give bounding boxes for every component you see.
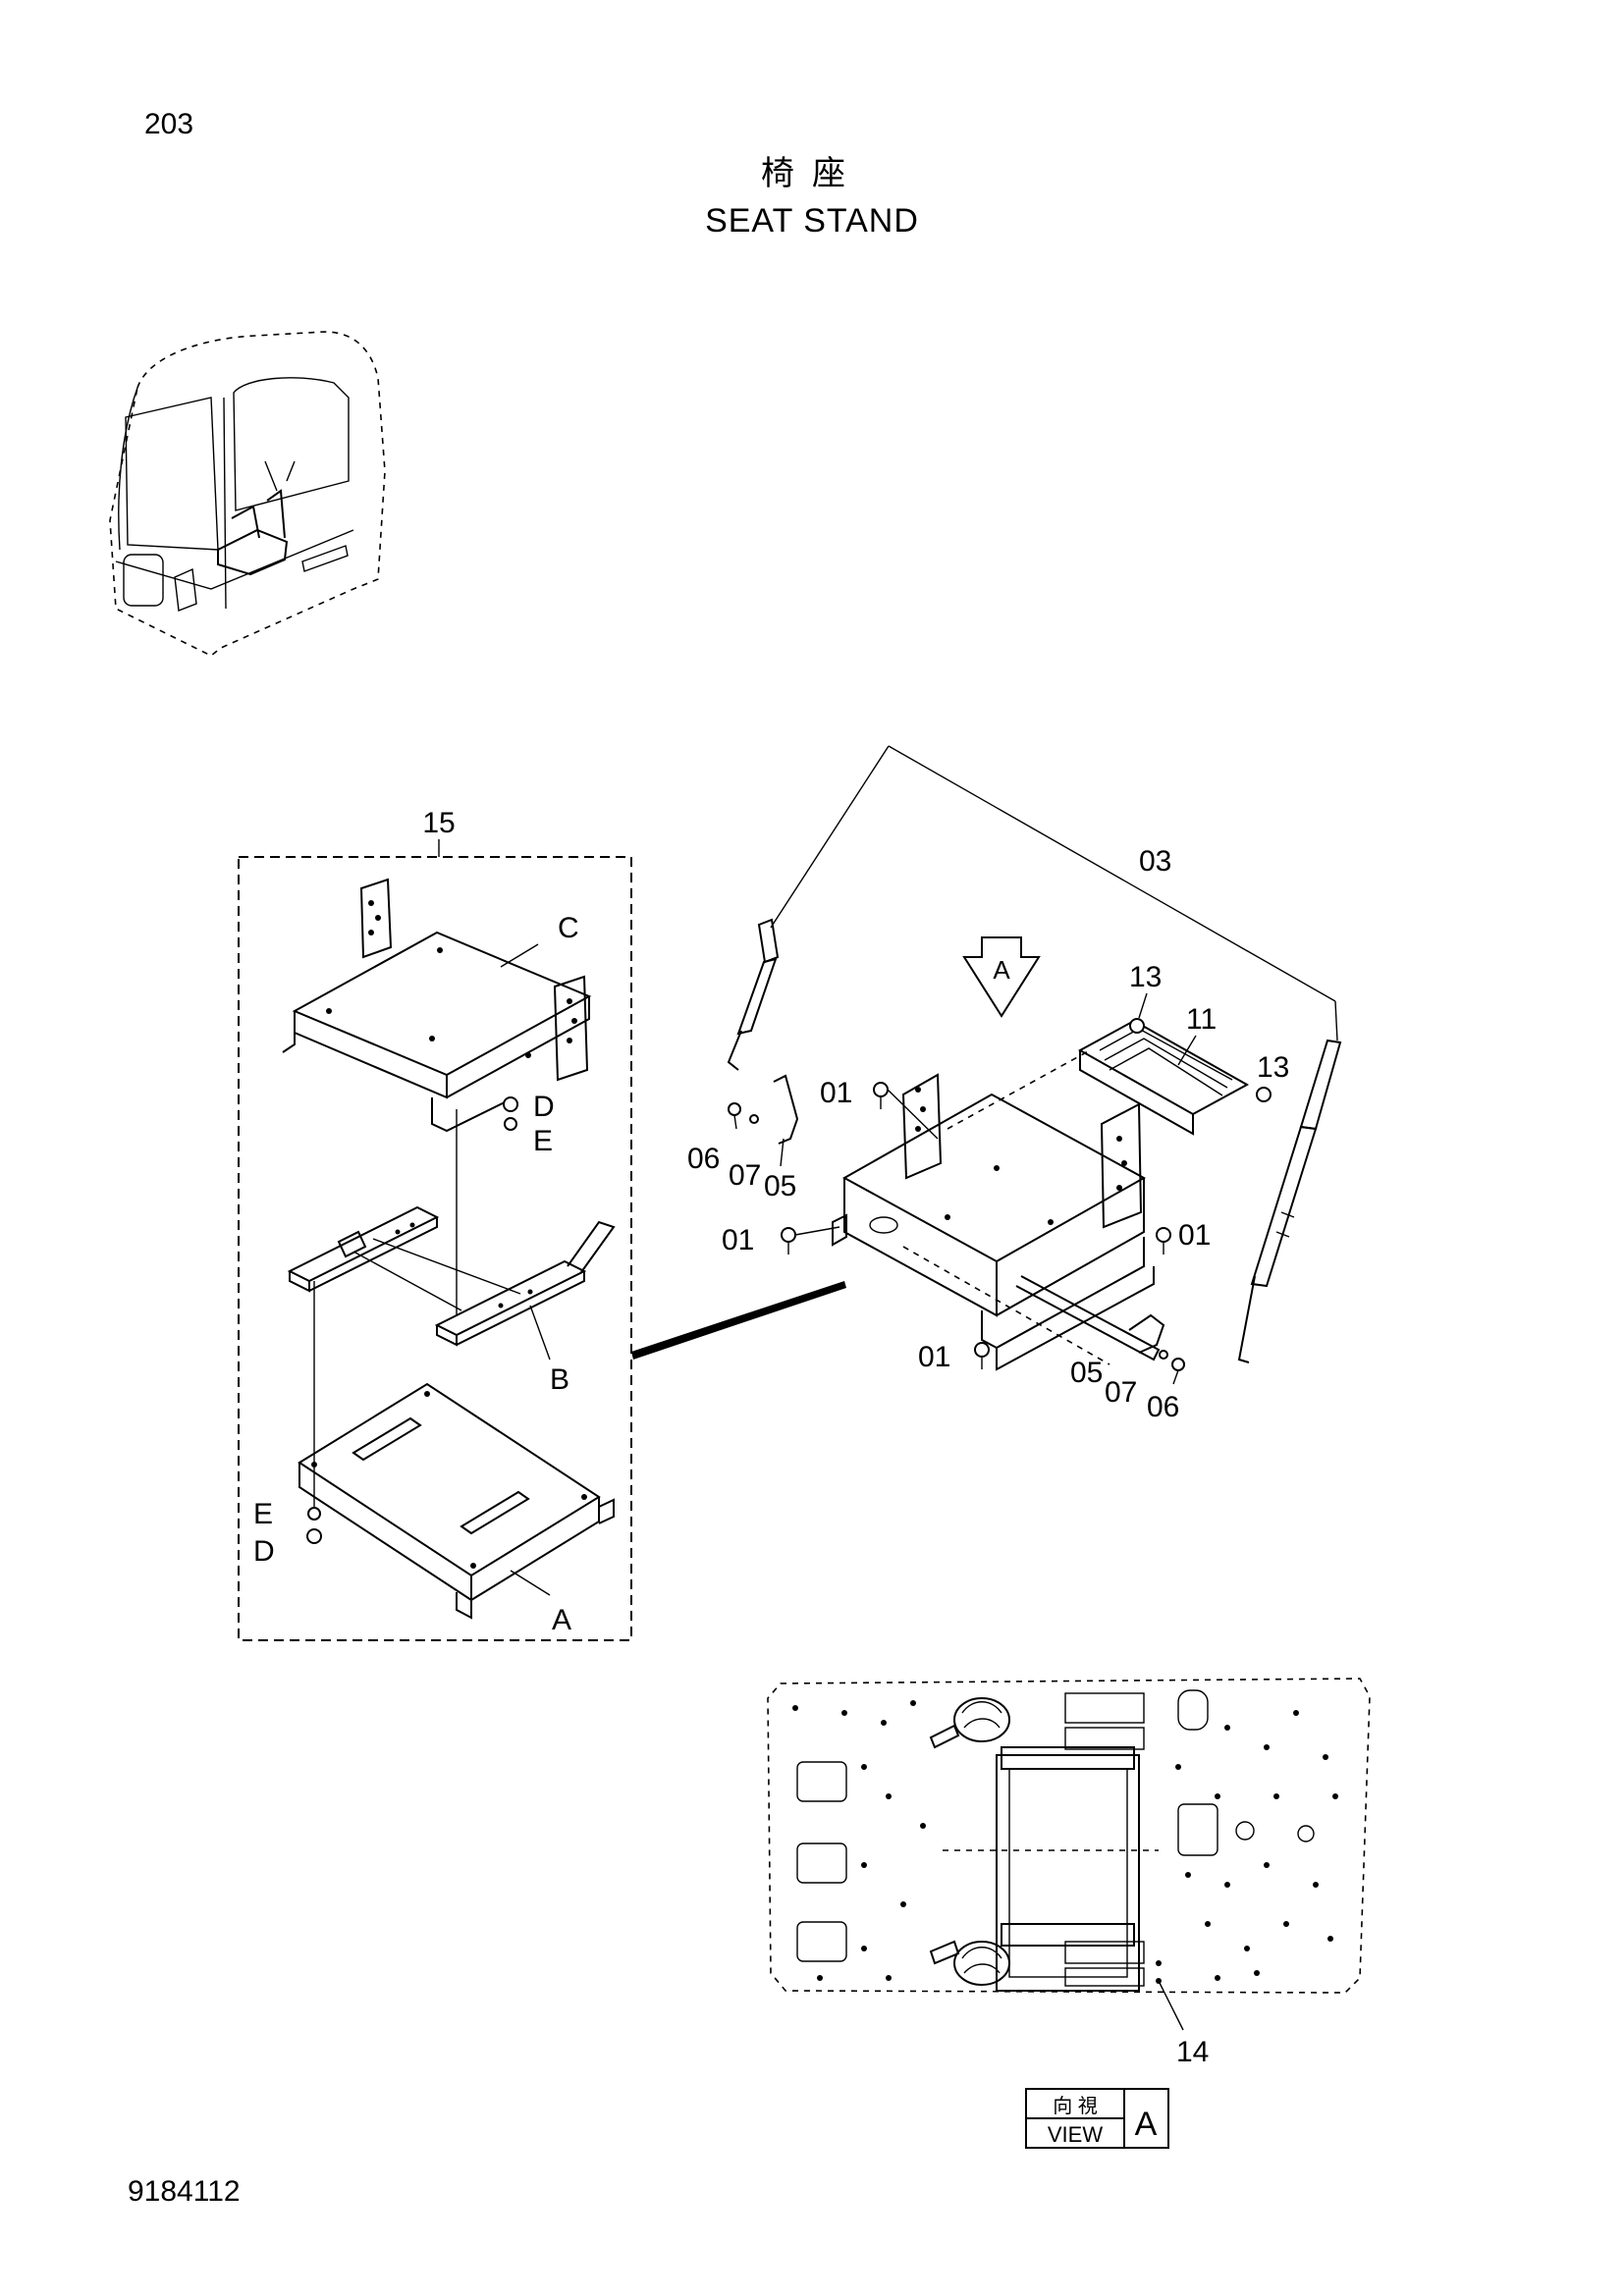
label-e-bottom: E [253,1498,273,1530]
cab-illustration [109,331,386,657]
callout-11: 11 [1186,1003,1217,1036]
callout-14: 14 [1176,2036,1209,2068]
view-a-label: 向 視 VIEW A [1025,2088,1169,2149]
label-d-bottom: D [253,1535,275,1568]
callout-13-right: 13 [1257,1051,1289,1084]
callout-03: 03 [1139,845,1171,878]
callout-15: 15 [422,807,455,839]
callout-06-left: 06 [687,1143,720,1175]
view-label-en: VIEW [1048,2122,1103,2147]
callout-07-right: 07 [1105,1376,1137,1409]
label-c: C [558,912,579,944]
title-english: SEAT STAND [705,202,919,240]
callout-05-left: 05 [764,1170,796,1202]
callout-01-right: 01 [1178,1219,1211,1252]
part-c-frame [282,878,592,1133]
callout-01-left: 01 [722,1224,754,1256]
callout-06-right: 06 [1147,1391,1179,1423]
label-a: A [552,1604,571,1636]
callout-01-bottom: 01 [918,1341,950,1373]
callout-05-right: 05 [1070,1357,1103,1389]
part-a-base [298,1382,615,1620]
callout-01-top: 01 [820,1077,852,1109]
view-label-jp: 向 視 [1053,2095,1098,2117]
view-a-panel: 14 [767,1678,1371,2068]
callout-07-left: 07 [729,1159,761,1192]
callout-13-left: 13 [1129,961,1162,993]
view-arrow-letter: A [993,955,1010,985]
label-e-top: E [533,1125,553,1157]
document-code: 9184112 [128,2175,241,2208]
title-japanese: 椅座 [761,155,863,192]
assembly-15: 15 C D E [238,807,632,1641]
part-b-rails [287,1205,616,1347]
label-b: B [550,1363,569,1396]
label-d-top: D [533,1091,555,1123]
seat-stand-assembly: 03 A 11 [687,745,1342,1423]
page-number: 203 [144,108,194,140]
view-label-letter: A [1135,2106,1158,2143]
